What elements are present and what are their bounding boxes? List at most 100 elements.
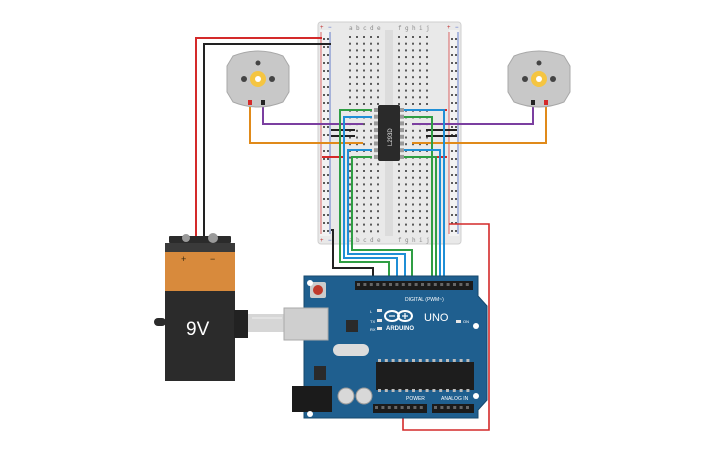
dc-motor-right[interactable] (507, 50, 571, 108)
rail-hole (455, 54, 457, 56)
breadboard-hole (419, 76, 421, 79)
header-hole (401, 283, 405, 286)
wire-motor-left-purple[interactable] (262, 103, 363, 125)
breadboard-hole (405, 170, 407, 172)
arduino-model: UNO (424, 312, 449, 324)
breadboard-hole (426, 96, 428, 99)
wire-control-green-left-2[interactable] (351, 156, 413, 282)
breadboard-hole (412, 82, 414, 85)
rail-hole (323, 150, 325, 152)
rail-hole (451, 70, 453, 72)
breadboard-hole (370, 49, 372, 52)
chip-label: L293D (388, 128, 394, 146)
breadboard-hole (412, 196, 414, 199)
breadboard-hole (426, 190, 428, 193)
breadboard-hole (370, 203, 372, 206)
breadboard-hole (370, 103, 372, 105)
wire-control-black[interactable] (331, 229, 374, 282)
rail-hole (323, 126, 325, 128)
power-header[interactable] (373, 404, 427, 413)
dc-power-jack[interactable] (292, 386, 332, 412)
breadboard-hole (412, 62, 414, 65)
wire-control-blue-left-2[interactable] (347, 149, 406, 282)
breadboard-hole (349, 136, 351, 139)
mcu-pin (384, 359, 388, 362)
rail-hole (327, 150, 329, 152)
wire-control-blue-right-2[interactable] (403, 109, 445, 282)
breadboard-hole (405, 89, 407, 92)
wire-control-blue-right[interactable] (403, 149, 441, 282)
breadboard-hole (370, 62, 372, 65)
wire-motor-right-purple[interactable] (412, 103, 534, 125)
wire-battery-positive[interactable] (195, 37, 322, 238)
breadboard-hole (419, 62, 421, 65)
breadboard-hole (419, 223, 421, 226)
rail-hole (451, 158, 453, 160)
breadboard-hole (377, 69, 379, 72)
power-label: POWER (406, 396, 425, 402)
wire-motor-left-orange[interactable] (249, 103, 363, 144)
breadboard-hole (419, 49, 421, 52)
breadboard-hole (363, 210, 365, 213)
breadboard-hole (370, 143, 372, 146)
rail-hole (323, 118, 325, 120)
wire-control-green-left[interactable] (339, 109, 390, 282)
mcu-pin (418, 389, 422, 392)
mcu-pin (378, 359, 381, 362)
rail-hole (451, 198, 453, 200)
breadboard-hole (398, 170, 400, 172)
wire-motor-right-orange[interactable] (412, 103, 547, 144)
rail-plus-label-top-right: + (447, 25, 451, 31)
rail-hole (455, 198, 457, 200)
analog-header[interactable] (432, 404, 474, 413)
breadboard-hole (356, 223, 358, 226)
breadboard-hole (377, 170, 379, 172)
breadboard-hole (412, 203, 414, 206)
rail-hole (455, 166, 457, 168)
breadboard-hole (398, 42, 400, 45)
rail-hole (323, 190, 325, 192)
on-led-label: ON (463, 319, 469, 324)
l293d-driver-chip[interactable]: L293D (374, 105, 404, 161)
breadboard-hole (356, 129, 358, 132)
breadboard-hole (363, 49, 365, 52)
digital-header[interactable] (355, 281, 473, 290)
breadboard-hole (370, 163, 372, 166)
battery-9v[interactable]: + − 9V (154, 233, 235, 381)
breadboard-hole (398, 62, 400, 65)
header-hole (440, 283, 444, 286)
mcu-pin (398, 359, 402, 362)
chip-pin (400, 108, 404, 112)
breadboard-hole (377, 56, 379, 59)
led-tx-label: TX (370, 319, 375, 324)
breadboard-hole (405, 183, 407, 186)
usb-port[interactable] (283, 307, 329, 341)
barrel-jack-plug[interactable] (234, 310, 284, 338)
atmega-microcontroller (376, 362, 474, 390)
dc-motor-left[interactable] (226, 50, 290, 108)
wire-control-green-right-2[interactable] (403, 156, 437, 282)
breadboard-hole (363, 223, 365, 226)
reset-button[interactable] (313, 285, 323, 295)
rail-hole (327, 38, 329, 40)
rail-hole (327, 182, 329, 184)
mcu-pin (384, 389, 388, 392)
rail-hole (455, 230, 457, 232)
wire-control-blue-left[interactable] (343, 116, 398, 282)
rail-hole (455, 174, 457, 176)
col-letter-c: c (363, 25, 367, 32)
chip-pin (400, 121, 404, 126)
rail-hole (323, 174, 325, 176)
mcu-pin (459, 389, 463, 392)
wire-control-green-right[interactable] (403, 116, 433, 282)
breadboard-hole (349, 143, 351, 146)
breadboard-hole (349, 62, 351, 65)
wire-battery-negative[interactable] (203, 43, 331, 238)
breadboard-hole (419, 230, 421, 233)
arduino-uno-board[interactable]: DIGITAL (PWM~) ARDUINO UNO L TX RX ON PO… (283, 275, 488, 419)
wire-5v-loop[interactable] (402, 223, 490, 431)
breadboard-hole (349, 196, 351, 199)
breadboard-hole (356, 56, 358, 59)
breadboard-hole (377, 230, 379, 233)
